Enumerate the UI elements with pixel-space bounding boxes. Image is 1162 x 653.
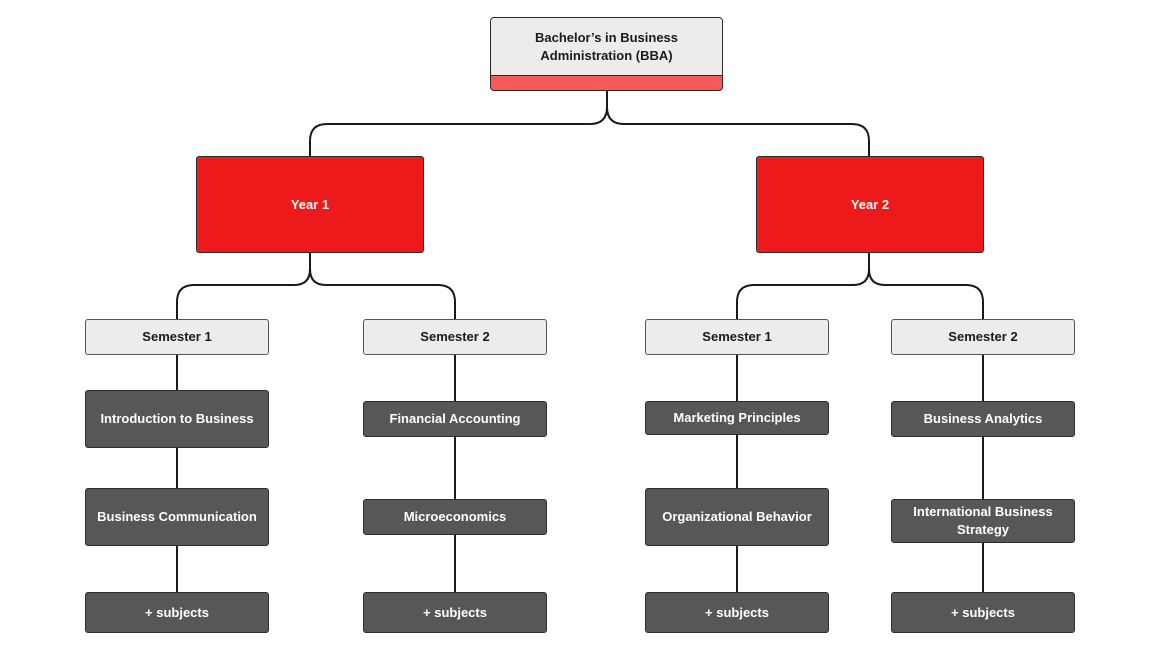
subject-more-y1s2[interactable]: + subjects: [363, 592, 547, 633]
connector-root-year1: [309, 91, 608, 156]
connector-year1-sem1: [176, 253, 311, 319]
subject-more-y2s1[interactable]: + subjects: [645, 592, 829, 633]
year-2-semester-2-node[interactable]: Semester 2: [891, 319, 1075, 355]
subject-more-y2s2[interactable]: + subjects: [891, 592, 1075, 633]
connector-year2-sem2: [868, 253, 984, 319]
year-1-semester-2-node[interactable]: Semester 2: [363, 319, 547, 355]
subject-marketing-principles[interactable]: Marketing Principles: [645, 401, 829, 435]
subject-microeconomics[interactable]: Microeconomics: [363, 499, 547, 535]
subject-business-communication[interactable]: Business Communication: [85, 488, 269, 546]
subject-business-analytics[interactable]: Business Analytics: [891, 401, 1075, 437]
year-1-node[interactable]: Year 1: [196, 156, 424, 253]
root-node[interactable]: Bachelor’s in Business Administration (B…: [490, 17, 723, 91]
subject-organizational-behavior[interactable]: Organizational Behavior: [645, 488, 829, 546]
root-label: Bachelor’s in Business Administration (B…: [491, 18, 722, 76]
connector-year2-sem1: [736, 253, 870, 319]
subject-financial-accounting[interactable]: Financial Accounting: [363, 401, 547, 437]
subject-more-y1s1[interactable]: + subjects: [85, 592, 269, 633]
subject-introduction-to-business[interactable]: Introduction to Business: [85, 390, 269, 448]
year-2-semester-1-node[interactable]: Semester 1: [645, 319, 829, 355]
year-2-node[interactable]: Year 2: [756, 156, 984, 253]
subject-international-business-strategy[interactable]: International Business Strategy: [891, 499, 1075, 543]
year-1-semester-1-node[interactable]: Semester 1: [85, 319, 269, 355]
connector-root-year2: [606, 91, 870, 156]
connector-year1-sem2: [309, 253, 456, 319]
